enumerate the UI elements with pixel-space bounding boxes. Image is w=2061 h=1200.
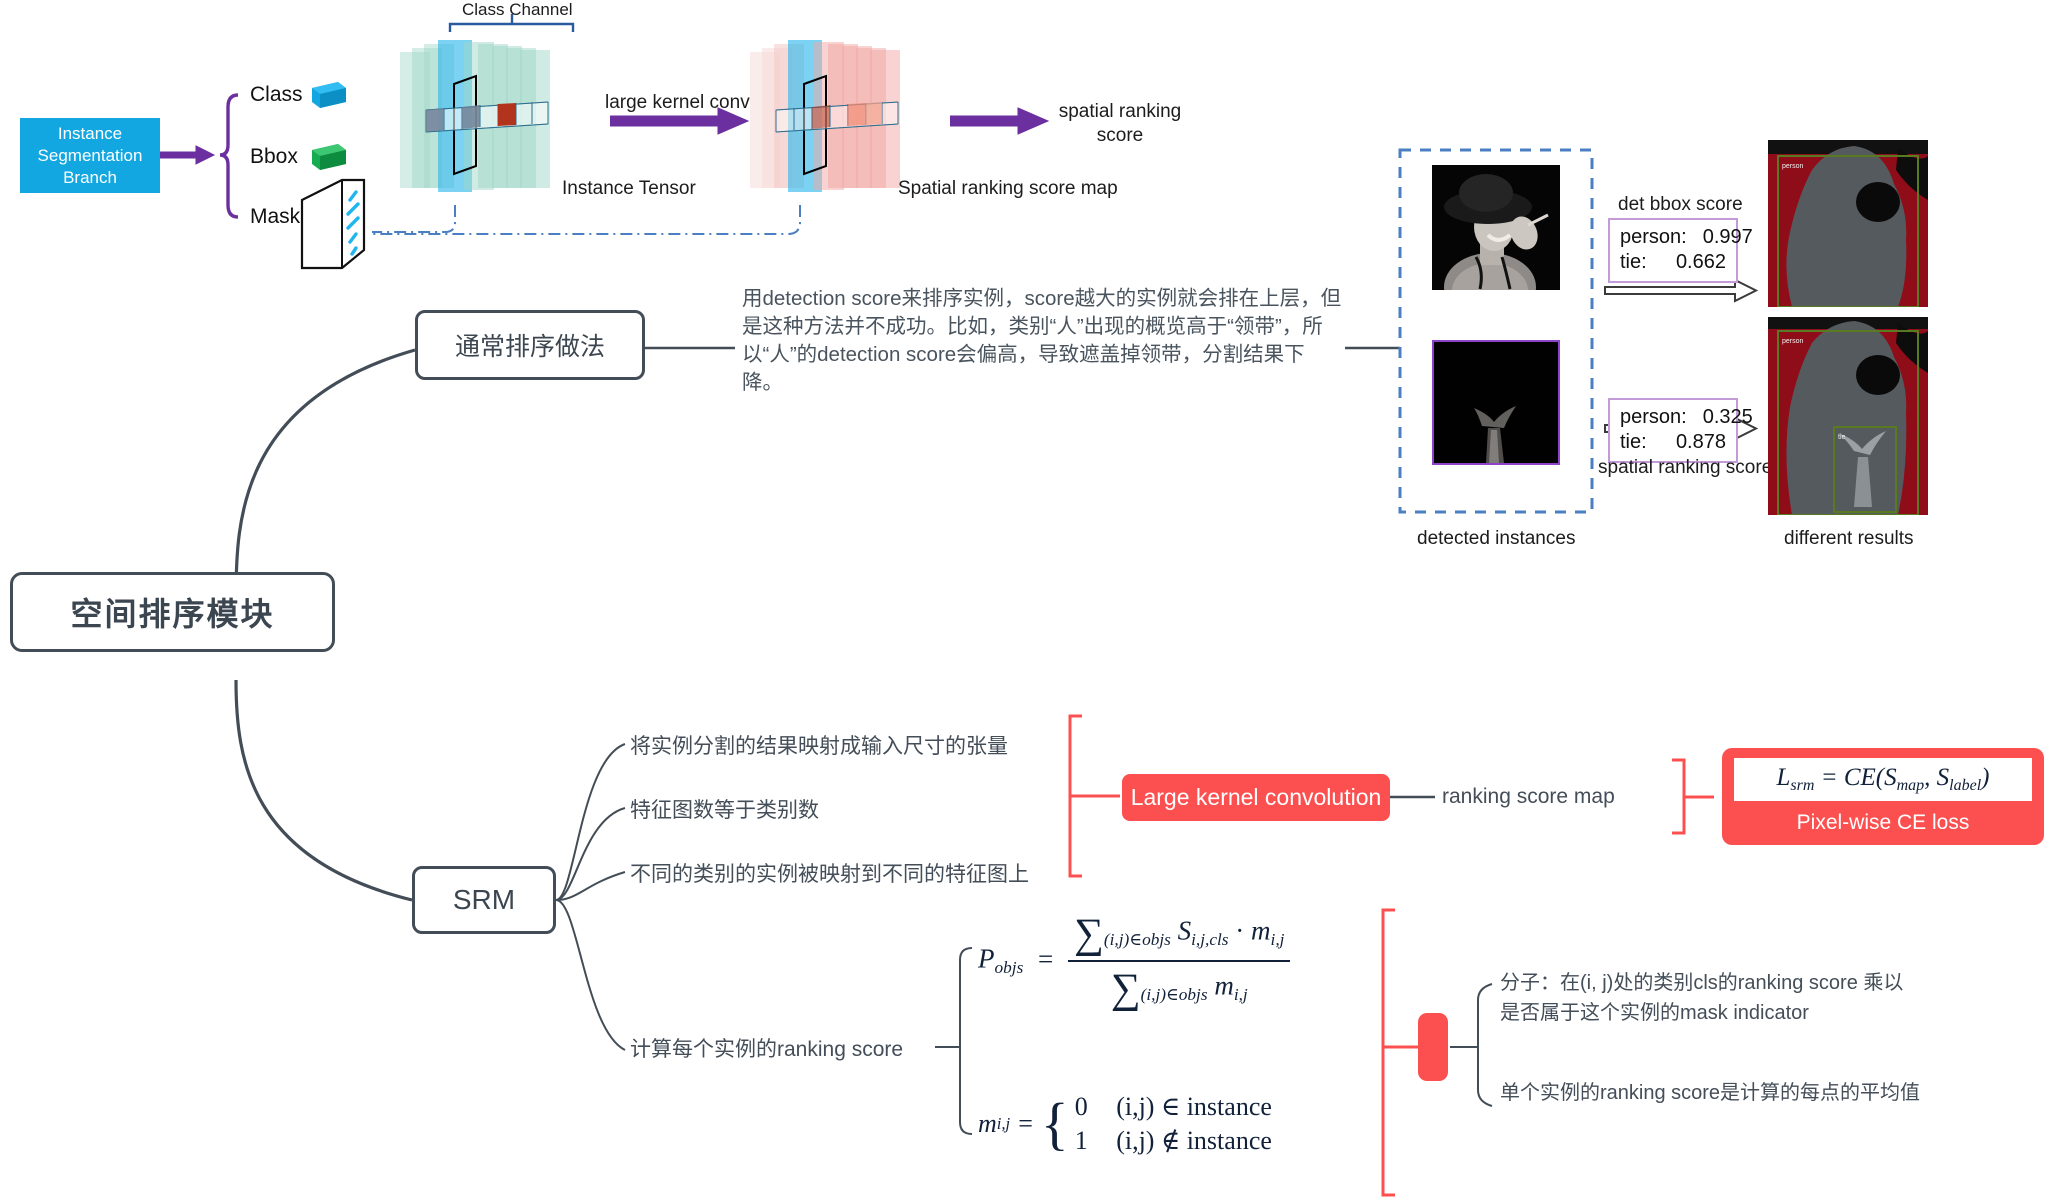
output-label-bbox: Bbox: [250, 145, 298, 168]
loss-L: L: [1776, 764, 1791, 791]
fraction-numerator: ∑(i,j)∈objs Si,j,cls · mi,j: [1068, 910, 1290, 960]
case-0-value: 0: [1074, 1092, 1088, 1121]
bbox-chip-icon: [312, 144, 346, 170]
det-bbox-score-title: det bbox score: [1618, 194, 1743, 215]
loss-close: ): [1981, 764, 1990, 791]
num-sum-subscript: (i,j)∈objs: [1103, 929, 1171, 949]
loss-ce: CE(: [1843, 764, 1885, 791]
output-label-class: Class: [250, 83, 303, 106]
num-m: m: [1251, 915, 1271, 946]
loss-comma: ,: [1924, 764, 1937, 791]
score-row: tie: 0.878: [1620, 430, 1726, 455]
tie-mask-photo: [1432, 340, 1560, 465]
node-srm[interactable]: SRM: [412, 866, 556, 934]
result-photo-top: person: [1768, 140, 1928, 307]
p-objs-symbol: P: [978, 943, 995, 974]
loss-caption: Pixel-wise CE loss: [1796, 811, 1970, 835]
num-S: S: [1177, 915, 1192, 946]
cases-brace: {: [1040, 1091, 1069, 1157]
spatial-ranking-score-map-label: Spatial ranking score map: [898, 178, 1118, 199]
m-symbol-sub: i,j: [996, 1114, 1011, 1133]
den-m: m: [1214, 970, 1234, 1001]
svg-text:tie: tie: [1838, 434, 1846, 441]
class-chip-icon: [312, 82, 346, 108]
score-row: tie: 0.662: [1620, 250, 1726, 275]
score-row: person: 0.997: [1620, 225, 1753, 250]
multiplication-dot: ·: [1235, 915, 1245, 946]
srm-note-1: 分子：在(i, j)处的类别cls的ranking score 乘以 是否属于这…: [1500, 972, 1904, 1024]
srm-leaf-2: 特征图数等于类别数: [630, 799, 819, 822]
srm-leaf-1: 将实例分割的结果映射成输入尺寸的张量: [630, 735, 1008, 758]
p-objs-sub: objs: [994, 958, 1024, 978]
score-label: tie:: [1620, 251, 1647, 273]
usual-ranking-description: 用detection score来排序实例，score越大的实例就会排在上层，但…: [742, 287, 1342, 394]
case-0-condition: (i,j) ∈ instance: [1116, 1092, 1272, 1121]
p-objs-fraction: ∑(i,j)∈objs Si,j,cls · mi,j ∑(i,j)∈objs …: [1068, 910, 1291, 1013]
srm-note-2: 单个实例的ranking score是计算的每点的平均值: [1500, 1082, 1921, 1104]
den-sum-subscript: (i,j)∈objs: [1140, 984, 1208, 1004]
mask-plate-icon: [300, 178, 366, 270]
instance-tensor-label: Instance Tensor: [562, 178, 696, 199]
cases-body: 0 (i,j) ∈ instance 1 (i,j) ∉ instance: [1069, 1090, 1272, 1158]
score-label: tie:: [1620, 431, 1647, 453]
class-channel-label: Class Channel: [462, 0, 573, 19]
num-m-sub: i,j: [1270, 929, 1285, 949]
different-results-caption: different results: [1784, 528, 1914, 549]
loss-s2-sub: label: [1949, 777, 1982, 795]
srm-leaf-4: 计算每个实例的ranking score: [630, 1038, 904, 1061]
detected-instance-photo: [1432, 165, 1560, 290]
score-value: 0.878: [1675, 431, 1726, 453]
spatial-ranking-score-box: person: 0.325 tie: 0.878: [1608, 398, 1753, 463]
score-label: person:: [1620, 226, 1687, 248]
case-1-value: 1: [1074, 1126, 1088, 1155]
loss-s1-sub: map: [1896, 777, 1925, 795]
loss-L-sub: srm: [1790, 777, 1815, 795]
num-S-sub: i,j,cls: [1191, 929, 1229, 949]
output-label-mask: Mask: [250, 205, 301, 228]
den-m-sub: i,j: [1233, 984, 1248, 1004]
score-row: person: 0.325: [1620, 405, 1753, 430]
spatial-ranking-score-map-graphic: [750, 40, 900, 192]
spatial-ranking-score-output-label: spatial ranking score: [1058, 101, 1182, 146]
score-label: person:: [1620, 406, 1687, 428]
m-eq: =: [1018, 1109, 1033, 1138]
instance-segmentation-branch-box: Instance Segmentation Branch: [20, 118, 160, 193]
score-value: 0.662: [1675, 251, 1726, 273]
result-photo-bottom: tie person: [1768, 317, 1928, 515]
loss-eq: =: [1820, 764, 1838, 791]
srm-leaf-3: 不同的类别的实例被映射到不同的特征图上: [630, 863, 1029, 886]
det-bbox-score-box: person: 0.997 tie: 0.662: [1608, 218, 1753, 283]
sum-symbol: ∑: [1110, 966, 1141, 1012]
node-usual-ranking[interactable]: 通常排序做法: [415, 310, 645, 380]
instance-tensor-graphic: [400, 40, 550, 192]
spatial-ranking-score-title: spatial ranking score: [1598, 457, 1773, 478]
p-objs-eq: =: [1038, 943, 1054, 974]
ranking-score-map-label: ranking score map: [1442, 785, 1615, 808]
p-objs-formula: Pobjs = ∑(i,j)∈objs Si,j,cls · mi,j ∑(i,…: [978, 910, 1291, 1013]
svg-text:person: person: [1782, 338, 1804, 345]
sum-symbol: ∑: [1074, 911, 1104, 957]
large-kernel-convolution-box[interactable]: Large kernel convolution: [1122, 774, 1390, 821]
loss-card: Lsrm = CE(Smap, Slabel) Pixel-wise CE lo…: [1722, 748, 2044, 846]
score-value: 0.997: [1702, 226, 1753, 248]
loss-formula: Lsrm = CE(Smap, Slabel): [1734, 758, 2032, 802]
root-node[interactable]: 空间排序模块: [10, 572, 335, 652]
detected-instances-caption: detected instances: [1417, 528, 1576, 549]
case-1-condition: (i,j) ∉ instance: [1116, 1126, 1272, 1155]
m-symbol: m: [978, 1109, 997, 1138]
loss-s1: S: [1884, 764, 1897, 791]
loss-s2: S: [1936, 764, 1950, 791]
fraction-denominator: ∑(i,j)∈objs mi,j: [1068, 960, 1291, 1013]
red-pill-marker: [1418, 1013, 1448, 1081]
svg-text:person: person: [1782, 163, 1804, 170]
score-value: 0.325: [1702, 406, 1753, 428]
large-kernel-conv-label: large kernel conv: [605, 92, 750, 113]
